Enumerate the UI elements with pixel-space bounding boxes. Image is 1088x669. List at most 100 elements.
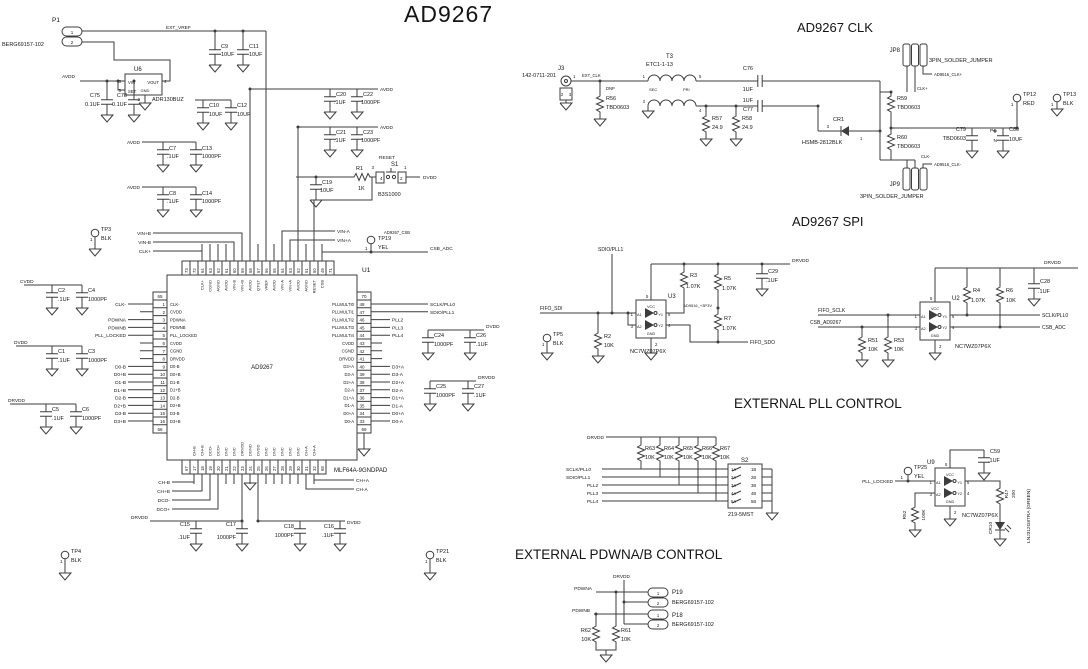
schematic-label: PDWNB xyxy=(572,608,590,614)
pin-number: 3 xyxy=(162,318,165,323)
ground-symbol xyxy=(196,119,210,131)
schematic-label: Y2 xyxy=(957,492,962,496)
schematic-label: 4 xyxy=(164,79,167,84)
junction-dot xyxy=(369,250,373,254)
schematic-label: 3PIN_SOLDER_JUMPER xyxy=(929,58,993,64)
schematic-label: AD9516_+3P3V xyxy=(683,303,712,308)
net-label: D2+A xyxy=(392,380,405,386)
schematic-label: DVDD xyxy=(423,175,437,181)
pin-number: 9 xyxy=(162,364,165,369)
schematic-label: 1000PF xyxy=(275,533,295,539)
schematic-label: 1 xyxy=(542,342,545,347)
schematic-label: 2B xyxy=(751,475,756,480)
schematic-label: C11 xyxy=(249,44,259,50)
junction-dot xyxy=(716,262,720,266)
pin-number: 47 xyxy=(360,310,366,315)
schematic-label: .1UF xyxy=(766,278,779,284)
capacitor-symbol xyxy=(350,126,364,148)
resistor-symbol xyxy=(612,621,620,647)
schematic-label: PLL3 xyxy=(587,491,599,497)
pin-number: 64 xyxy=(200,268,205,273)
schematic-label: 3 xyxy=(118,79,121,84)
junction-dot xyxy=(886,313,890,317)
schematic-label: GND xyxy=(931,334,940,338)
schematic-label: ETC1-1-13 xyxy=(646,62,673,68)
pin-name: D3+A xyxy=(343,364,354,369)
schematic-label: GND xyxy=(946,500,955,504)
junction-dot xyxy=(760,262,764,266)
pin-name: RESET xyxy=(312,279,317,293)
capacitor-symbol xyxy=(463,329,477,351)
schematic-label: DVDD xyxy=(14,340,28,346)
resistor-symbol xyxy=(656,440,664,466)
schematic-label: 3A xyxy=(731,483,736,488)
pin-number: 10 xyxy=(160,372,166,377)
schematic-label: 24.9 xyxy=(742,125,753,131)
capacitor-symbol xyxy=(309,176,323,198)
pin-ladder-rungs xyxy=(153,261,371,474)
junction-dot xyxy=(248,87,252,91)
pin-number: 69 xyxy=(361,427,367,432)
pin-number: 17 xyxy=(192,466,197,471)
pin-name: D3-B xyxy=(170,411,180,416)
capacitor-symbol xyxy=(39,403,53,425)
schematic-label: VIN+B xyxy=(137,231,151,237)
ground-symbol xyxy=(309,196,323,208)
testpoint-symbol xyxy=(90,228,100,238)
net-label: PLL_LOCKED xyxy=(95,333,126,339)
schematic-label: CSB_ADC xyxy=(1042,325,1066,331)
schematic-label: C20 xyxy=(336,92,346,98)
pin-number: 52 xyxy=(296,268,301,273)
pin-name: D1-A xyxy=(344,403,354,408)
schematic-label: 1 xyxy=(71,30,74,35)
pin-number: 51 xyxy=(304,268,309,273)
pin-name: DRVDD xyxy=(240,442,245,456)
schematic-label: DRVDD xyxy=(1044,260,1062,266)
pin-name: CGND xyxy=(208,280,213,292)
pin-number: 44 xyxy=(360,333,366,338)
schematic-label: ADR130BUZ xyxy=(152,97,184,103)
ground-symbol xyxy=(461,400,475,412)
schematic-label: P1 xyxy=(52,17,60,24)
schematic-label: .1UF xyxy=(334,100,347,106)
schematic-label: SEC xyxy=(649,87,657,92)
junction-dot xyxy=(241,29,245,33)
junction-dot xyxy=(622,600,626,604)
ground-symbol xyxy=(881,356,895,368)
schematic-label: .1UF xyxy=(988,458,1001,464)
junction-dot xyxy=(594,612,598,616)
resistor-symbol xyxy=(694,440,702,466)
schematic-label: 2 xyxy=(71,40,74,45)
net-label: CLK- xyxy=(115,302,126,308)
net-label: D0-B xyxy=(115,364,126,370)
schematic-label: 1000PF xyxy=(436,393,456,399)
schematic-label: SDIO/PLL1 xyxy=(566,475,591,481)
pin-name: DNC xyxy=(296,447,301,456)
schematic-label: CR1 xyxy=(833,117,844,123)
schematic-label: VCC xyxy=(647,305,655,309)
schematic-label: 0.1UF xyxy=(112,102,128,108)
ground-symbol xyxy=(45,304,59,316)
capacitor-symbol xyxy=(45,345,59,367)
schematic-label: U1 xyxy=(362,267,371,274)
schematic-label: 1 xyxy=(1051,102,1054,107)
pin-name: VIN-A xyxy=(280,280,285,291)
schematic-label: R5 xyxy=(724,276,731,282)
pin-number: 23 xyxy=(240,466,245,471)
pin-name: D1+B xyxy=(170,388,181,393)
schematic-label: DCO+ xyxy=(157,507,171,513)
schematic-label: CH+B xyxy=(157,489,170,495)
schematic-label: DRVDD xyxy=(8,398,26,404)
schematic-label: Y2 xyxy=(658,324,663,328)
pin-number: 18 xyxy=(200,466,205,471)
pin-name: D0+A xyxy=(343,411,354,416)
schematic-label: 10K xyxy=(720,455,730,461)
wires-spi-section xyxy=(540,254,1078,350)
schematic-label: 1000PF xyxy=(88,358,108,364)
schematic-label: SCLK/PLL0 xyxy=(566,467,591,473)
schematic-label: 3PIN_SOLDER_JUMPER xyxy=(860,194,924,200)
vref-U6-body xyxy=(124,73,163,96)
schematic-label: TP3 xyxy=(101,227,111,233)
schematic-label: GND xyxy=(141,88,150,93)
ground-symbol xyxy=(58,569,72,581)
